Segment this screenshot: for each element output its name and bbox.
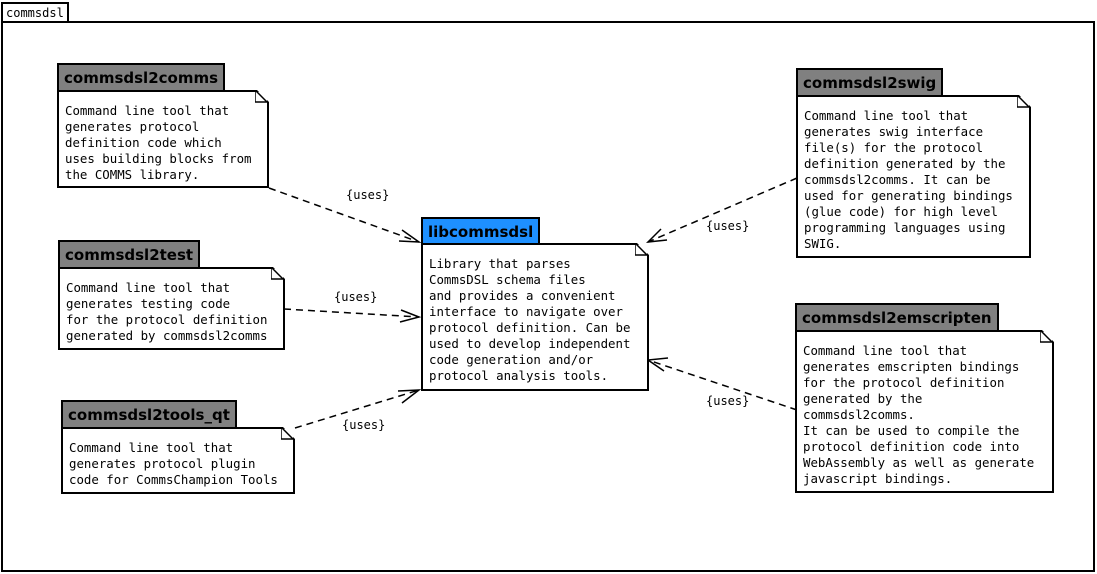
component-note-commsdsl2emscripten: Command line tool that generates emscrip… [795,330,1054,493]
component-title-commsdsl2emscripten: commsdsl2emscripten [795,303,999,331]
arrowhead-commsdsl2swig [645,228,668,243]
frame-title: commsdsl [1,2,69,22]
component-title-commsdsl2comms: commsdsl2comms [57,63,226,91]
arrowhead-commsdsl2tools_qt [397,389,422,404]
relation-edge-commsdsl2emscripten [647,359,798,411]
arrowhead-commsdsl2test [399,309,422,323]
component-title-commsdsl2test: commsdsl2test [58,240,201,268]
relation-label-commsdsl2emscripten: {uses} [706,394,750,408]
relation-label-commsdsl2comms: {uses} [346,188,390,202]
component-note-commsdsl2tools_qt: Command line tool that generates protoco… [61,427,295,494]
relation-edge-commsdsl2tools_qt [294,389,420,429]
component-note-commsdsl2comms: Command line tool that generates protoco… [57,90,269,188]
component-title-commsdsl2tools_qt: commsdsl2tools_qt [61,400,237,428]
relation-edge-commsdsl2test [283,308,420,318]
relation-edge-commsdsl2comms [268,187,420,243]
relation-label-commsdsl2test: {uses} [334,290,378,304]
component-title-commsdsl2swig: commsdsl2swig [796,68,944,96]
component-note-commsdsl2test: Command line tool that generates testing… [58,267,285,350]
arrowhead-commsdsl2comms [398,229,422,243]
component-note-libcommsdsl: Library that parses CommsDSL schema file… [421,243,649,391]
relation-edge-commsdsl2swig [647,177,798,243]
relation-label-commsdsl2tools_qt: {uses} [342,418,386,432]
component-note-commsdsl2swig: Command line tool that generates swig in… [796,95,1031,258]
relation-label-commsdsl2swig: {uses} [706,219,750,233]
arrowhead-commsdsl2emscripten [645,357,669,372]
package-frame [1,21,1095,572]
component-title-libcommsdsl: libcommsdsl [421,217,541,245]
